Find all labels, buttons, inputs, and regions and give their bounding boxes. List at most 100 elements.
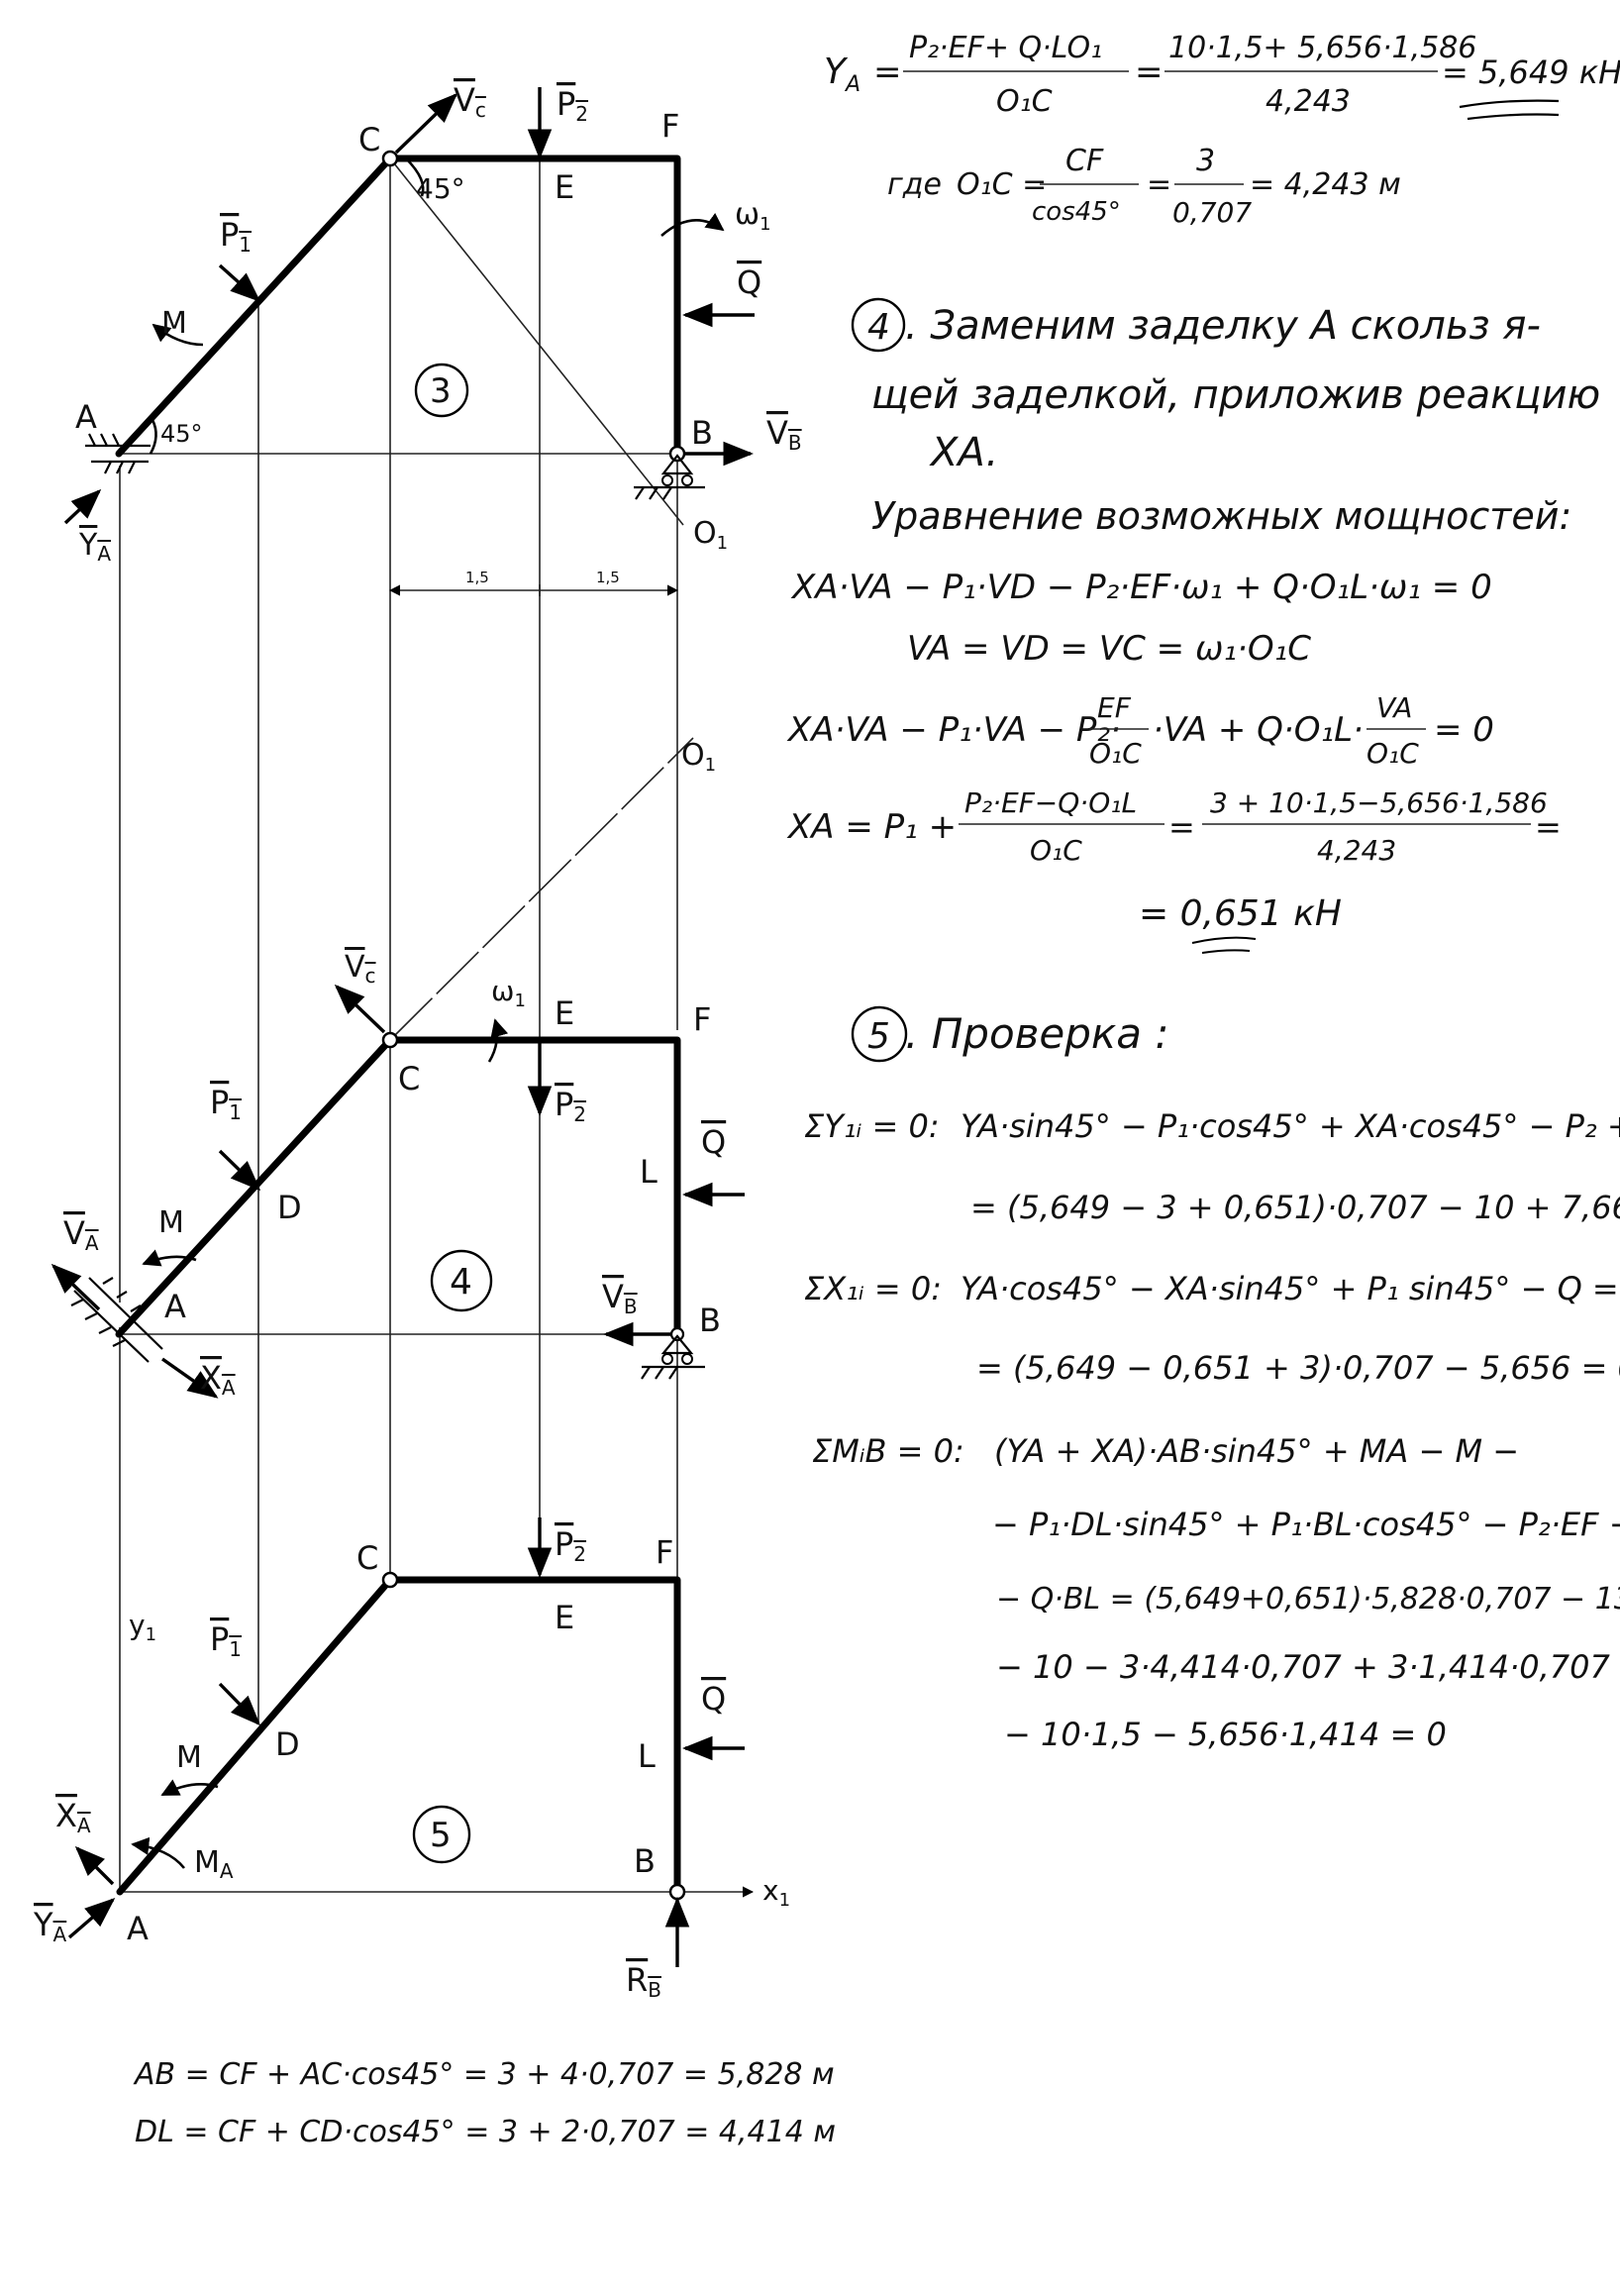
sliding-support-a-2 — [70, 1277, 163, 1363]
label-o1-1: O1 — [693, 516, 728, 554]
force-vb-2: VB — [602, 1278, 638, 1318]
oc-where: где — [887, 167, 942, 202]
eq4-frac1-num: P₂·EF−Q·O₁L — [964, 786, 1137, 819]
diagram-1: 1,5 1,5 — [63, 81, 802, 596]
sum-x-line2: = (5,649 − 0,651 + 3)·0,707 − 5,656 = 0 — [976, 1349, 1620, 1387]
eq3-a: XA·VA − P₁·VA − P₂· — [786, 710, 1121, 750]
label-o1-2: O1 — [681, 738, 716, 776]
eq4-frac2-num: 3 + 10·1,5−5,656·1,586 — [1210, 786, 1548, 819]
label-d-2: D — [277, 1189, 302, 1226]
eq4-result: = 0,651 кН — [1139, 893, 1342, 934]
force-xa-2: XA — [200, 1359, 236, 1400]
label-b-3: B — [634, 1842, 656, 1880]
power-title: Уравнение возможных мощностей: — [871, 494, 1571, 538]
moment-m-1 — [152, 323, 204, 347]
ya-eq-sign: = — [873, 52, 902, 92]
label-b-1: B — [691, 414, 713, 452]
svg-text:=: = — [1168, 808, 1195, 846]
section-3: 3 — [430, 371, 452, 411]
label-a-3: A — [127, 1910, 149, 1947]
force-p1-2: P1 — [210, 1084, 242, 1124]
sum-y-line2: = (5,649 − 3 + 0,651)·0,707 − 10 + 7,667… — [970, 1189, 1620, 1226]
roller-support-b-1 — [634, 454, 705, 500]
label-d-3: D — [275, 1725, 300, 1763]
ya-den-1: O₁C — [996, 84, 1053, 119]
force-p1-3: P1 — [210, 1620, 242, 1661]
oc-lhs: O₁C = — [957, 167, 1047, 202]
moment-m-3 — [160, 1779, 219, 1797]
eq4-frac2-den: 4,243 — [1317, 834, 1396, 867]
oc-result: = 4,243 м — [1250, 167, 1401, 202]
eq3-frac1-num: EF — [1097, 691, 1132, 724]
label-c-1: C — [358, 121, 380, 158]
dim-label-1: 1,5 — [465, 569, 489, 586]
p1-arrow-3 — [218, 1682, 261, 1726]
ya-result: = 5,649 кН — [1442, 53, 1620, 91]
label-e-1: E — [555, 168, 574, 206]
eq3-frac1-den: O₁C — [1089, 737, 1142, 770]
sum-m-line5: − 10·1,5 − 5,656·1,414 = 0 — [1004, 1716, 1447, 1753]
diagram-3: C E F D L A B M y1 x1 P2 P1 Q XA YA MA R… — [33, 1517, 790, 2002]
frame-3 — [116, 1576, 681, 1896]
label-c-3: C — [356, 1539, 378, 1577]
label-f-1: F — [661, 107, 679, 145]
force-va-2: VA — [63, 1214, 99, 1255]
ya-den-2: 4,243 — [1266, 84, 1351, 119]
sum-m-line4: − 10 − 3·4,414·0,707 + 3·1,414·0,707 − — [996, 1648, 1620, 1686]
sum-m-lhs: ΣMᵢB = 0: — [812, 1432, 964, 1470]
formulas-block: YA = P₂·EF+ Q·LO₁ O₁C = 10·1,5+ 5,656·1,… — [133, 31, 1620, 2149]
sum-y-lhs: ΣY₁ᵢ = 0: — [804, 1107, 940, 1145]
step4-line3: XA. — [929, 430, 998, 475]
moment-ma-3 — [131, 1836, 186, 1869]
force-vc-2: Vc — [345, 950, 376, 988]
oc-num-2: 3 — [1196, 144, 1215, 178]
sum-m-line2: − P₁·DL·sin45° + P₁·BL·cos45° − P₂·EF − — [992, 1506, 1620, 1543]
sliding-support-a-1 — [85, 433, 151, 474]
label-c-2: C — [398, 1060, 420, 1097]
label-m-2: M — [158, 1205, 184, 1240]
dl-formula: DL = CF + CD·cos45° = 3 + 2·0,707 = 4,41… — [135, 2115, 836, 2149]
omega-2: ω1 — [491, 975, 526, 1011]
ya-lhs: YA — [824, 52, 861, 97]
force-p2-1: P2 — [557, 85, 588, 126]
force-ma-3: MA — [194, 1845, 234, 1883]
step4-number: 4 — [867, 307, 890, 348]
step4-line1: . Заменим заделку A скольз я- — [905, 303, 1541, 349]
eq4-frac1-den: O₁C — [1030, 834, 1082, 867]
force-q-3: Q — [701, 1680, 726, 1718]
ya-arrow-3 — [67, 1897, 116, 1939]
force-p1-1: P1 — [220, 216, 252, 257]
label-f-3: F — [656, 1533, 673, 1571]
sum-m-line1: (YA + XA)·AB·sin45° + MA − M − — [994, 1432, 1519, 1470]
va-arrow-2 — [51, 1263, 101, 1311]
p1-arrow-1 — [218, 263, 261, 303]
roller-support-b-2 — [641, 1334, 705, 1380]
force-vc-1: Vc — [454, 81, 486, 122]
force-q-1: Q — [737, 263, 761, 301]
label-a-2: A — [164, 1288, 186, 1325]
eq3-b: ·VA + Q·O₁L· — [1153, 710, 1364, 750]
dim-label-2: 1,5 — [596, 569, 620, 586]
omega-arrow-2 — [487, 1018, 509, 1063]
oc-den-2: 0,707 — [1172, 196, 1252, 229]
force-vb-1: VB — [766, 414, 802, 455]
label-l-3: L — [638, 1737, 656, 1775]
force-ya-3: YA — [33, 1906, 67, 1946]
angle-top-1: 45° — [416, 172, 465, 205]
omega-arrow-1 — [660, 212, 725, 237]
force-p2-2: P2 — [555, 1086, 586, 1126]
eq3-c: = 0 — [1434, 710, 1494, 750]
axis-x1-3: x1 — [762, 1874, 790, 1911]
frame-1 — [115, 155, 681, 458]
xa-arrow-2 — [161, 1357, 219, 1399]
sum-x-line1: YA·cos45° − XA·sin45° + P₁ sin45° − Q = — [961, 1270, 1619, 1307]
eq1: XA·VA − P₁·VD − P₂·EF·ω₁ + Q·O₁L·ω₁ = 0 — [790, 568, 1492, 607]
projection-lines — [119, 157, 678, 1892]
vc-arrow-2 — [334, 984, 386, 1034]
ya-arrow-1 — [63, 488, 102, 525]
label-m-3: M — [176, 1740, 202, 1775]
label-b-2: B — [699, 1302, 721, 1339]
moment-m-2 — [142, 1249, 197, 1267]
force-xa-3: XA — [55, 1797, 91, 1837]
section-4: 4 — [450, 1262, 472, 1303]
